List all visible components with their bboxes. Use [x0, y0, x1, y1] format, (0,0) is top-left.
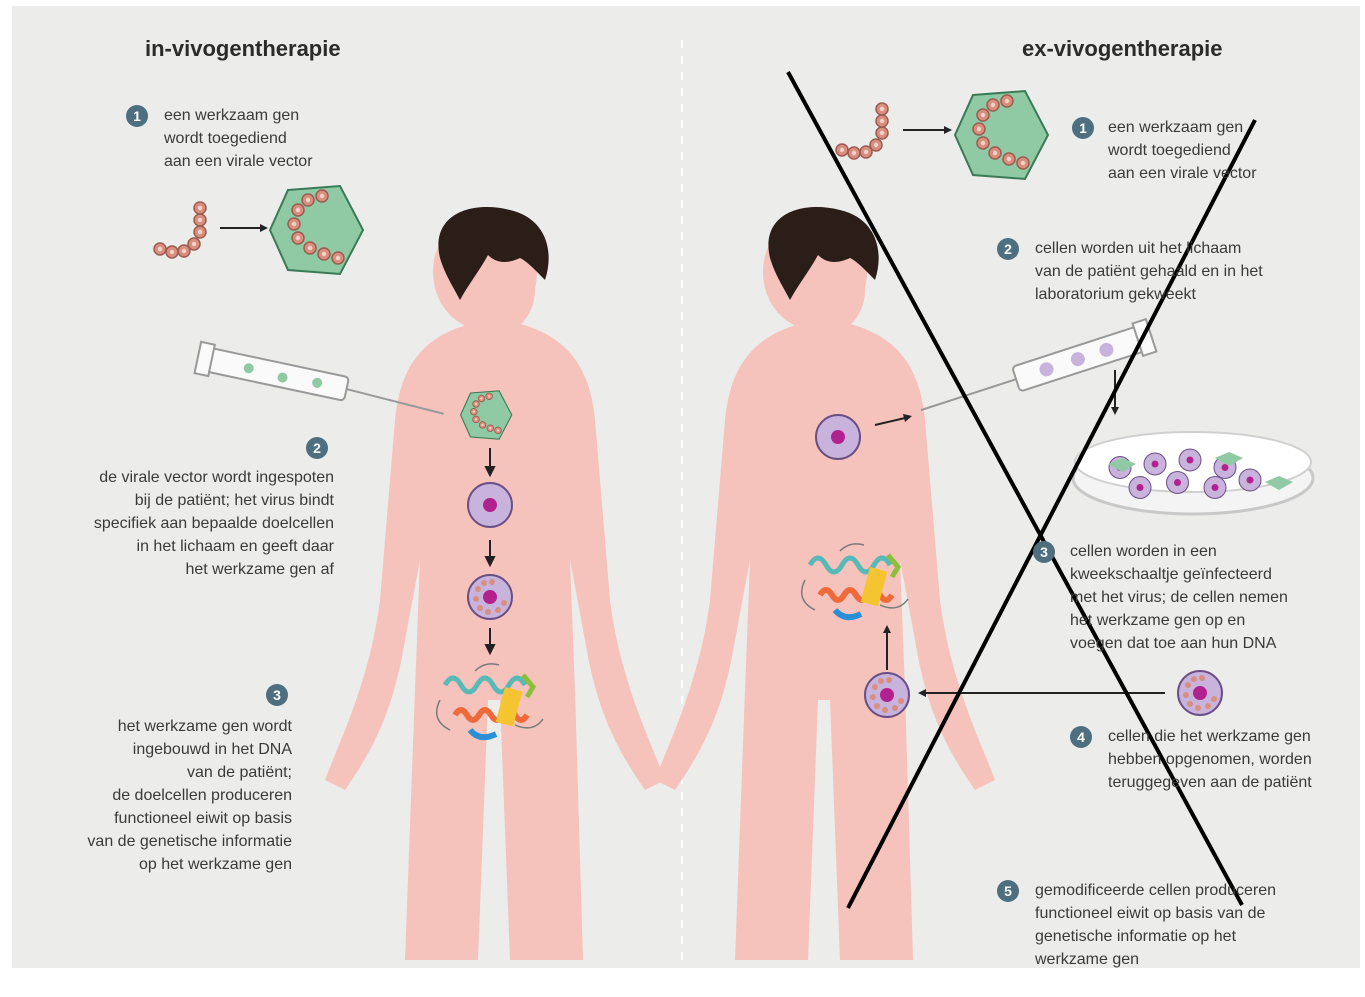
right-step-4-text: cellen die het werkzame gen hebben opgen…: [1108, 725, 1312, 794]
left-gene-icon: [154, 202, 206, 258]
right-cell-icon: [816, 415, 860, 459]
right-step-1-text: een werkzaam gen wordt toegediend aan ee…: [1108, 116, 1257, 185]
right-title: ex-vivogentherapie: [1022, 36, 1223, 62]
left-step-1-badge: 1: [126, 105, 148, 127]
left-modified-cell-icon: [468, 575, 512, 619]
right-step-2-badge: 2: [997, 238, 1019, 260]
left-step-3-text: het werkzame gen wordt ingebouwd in het …: [30, 715, 292, 876]
right-viral-vector-icon: [955, 91, 1048, 179]
right-step-3-text: cellen worden in een kweekschaaltje geïn…: [1070, 540, 1288, 655]
right-step-5-badge: 5: [997, 880, 1019, 902]
left-viral-vector-icon: [270, 186, 363, 274]
right-step-1-badge: 1: [1072, 117, 1094, 139]
right-step-3-badge: 3: [1033, 541, 1055, 563]
left-step-3-badge: 3: [266, 684, 288, 706]
petri-dish-icon: [1073, 432, 1313, 514]
right-step-4-badge: 4: [1070, 726, 1092, 748]
right-returned-cell-icon: [1178, 671, 1222, 715]
left-step-1-text: een werkzaam gen wordt toegediend aan ee…: [164, 104, 313, 173]
right-gene-icon: [836, 103, 888, 159]
left-title: in-vivogentherapie: [145, 36, 341, 62]
right-body-figure: [655, 207, 995, 960]
left-step-2-badge: 2: [306, 437, 328, 459]
right-modified-cell-icon: [865, 673, 909, 717]
right-step-2-text: cellen worden uit het lichaam van de pat…: [1035, 237, 1263, 306]
right-step-5-text: gemodificeerde cellen produceren functio…: [1035, 879, 1276, 971]
left-step-2-text: de virale vector wordt ingespoten bij de…: [30, 466, 334, 581]
left-cell-icon: [468, 483, 512, 527]
